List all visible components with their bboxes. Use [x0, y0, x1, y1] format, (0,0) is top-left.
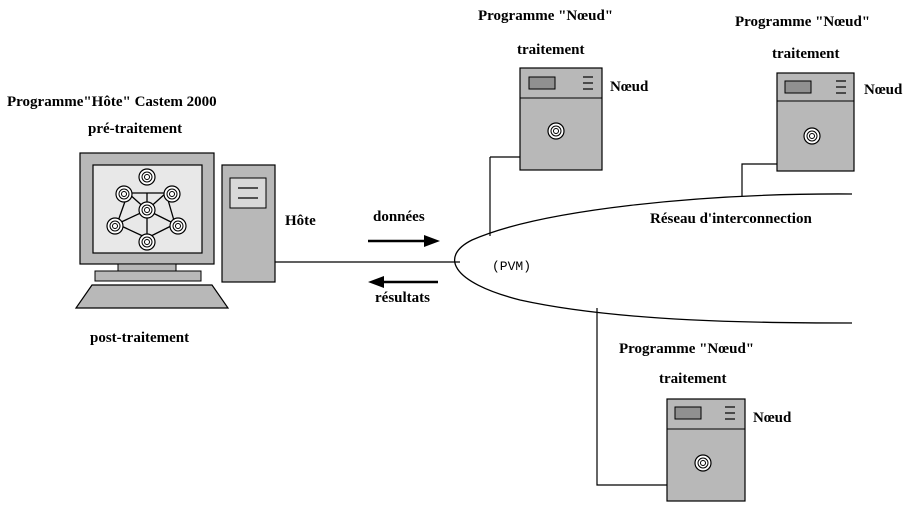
host-program-title: Programme"Hôte" Castem 2000 [7, 94, 217, 110]
data-flow-label: données [373, 209, 425, 225]
node-2-task: traitement [772, 46, 840, 62]
network-links [275, 156, 785, 486]
host-label: Hôte [285, 213, 316, 229]
node-1-program: Programme "Nœud" [478, 8, 614, 24]
node-3-computer [666, 398, 746, 502]
network-ellipse [454, 193, 853, 324]
results-flow-label: résultats [375, 290, 430, 306]
node-1-task: traitement [517, 42, 585, 58]
host-keyboard [74, 284, 230, 309]
link-node-3 [596, 308, 667, 486]
node-2-label: Nœud [864, 82, 903, 98]
results-arrow [368, 276, 438, 288]
node-3-task: traitement [659, 371, 727, 387]
host-post-processing: post-traitement [90, 330, 190, 346]
host-pre-processing: pré-traitement [88, 121, 183, 137]
network-label: Réseau d'interconnection [650, 211, 812, 227]
node-2-program: Programme "Nœud" [735, 14, 871, 30]
node-3-program: Programme "Nœud" [619, 341, 755, 357]
node-1-label: Nœud [610, 79, 649, 95]
data-arrow [368, 235, 440, 247]
node-3-label: Nœud [753, 410, 792, 426]
link-node-2 [741, 163, 785, 196]
node-2-computer [776, 72, 855, 172]
pvm-label: (PVM) [492, 259, 532, 274]
node-1-computer [519, 67, 603, 171]
host-computer [74, 152, 276, 309]
